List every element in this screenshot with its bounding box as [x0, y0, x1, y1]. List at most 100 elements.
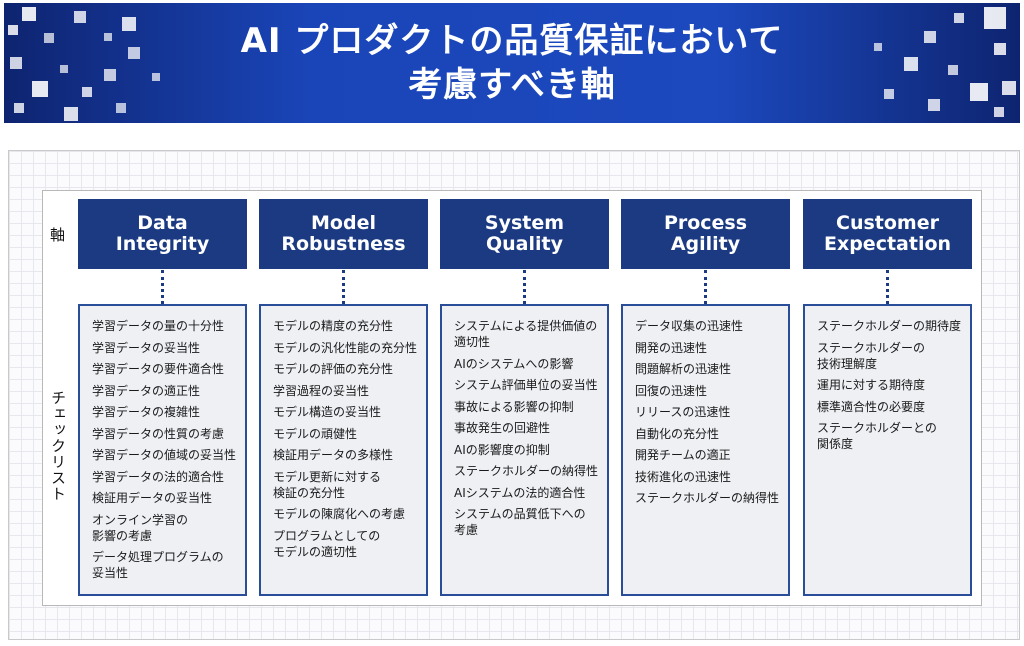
axis-header-line1: Customer [836, 212, 939, 234]
decor-square [44, 33, 54, 43]
checklist-item: 事故発生の回避性 [454, 421, 551, 435]
checklist-item: システムの品質低下への 考慮 [454, 507, 586, 537]
checklist-item: システムによる提供価値の 適切性 [454, 319, 598, 349]
axis-header-line1: System [484, 212, 565, 234]
checklist-item: ステークホルダーとの 関係度 [817, 421, 937, 451]
axis-header-line2: Quality [486, 233, 563, 255]
checklist-item: 開発の迅速性 [635, 340, 708, 355]
checklist-item: 学習過程の妥当性 [273, 383, 370, 398]
checklist-item: 学習データの要件適合性 [92, 362, 225, 376]
checklist-item: モデル構造の妥当性 [273, 405, 382, 419]
checklist-item: 学習データの性質の考慮 [92, 426, 225, 441]
decor-square [928, 99, 940, 111]
decor-square [994, 107, 1004, 117]
dotted-connector [886, 270, 889, 304]
decor-square [948, 65, 958, 75]
row-label-axis: 軸 [50, 226, 66, 244]
checklist-item: ステークホルダーの期待度 [817, 319, 962, 333]
checklist-item: AIのシステムへの影響 [454, 356, 574, 371]
checklist-item: オンライン学習の 影響の考慮 [92, 512, 189, 543]
axis-header-customer-expectation: Customer Expectation [803, 199, 972, 269]
axis-header-model-robustness: Model Robustness [259, 199, 428, 269]
row-label-checklist: チェックリスト [49, 390, 67, 502]
dotted-connector [161, 270, 164, 304]
axis-header-line1: Data [137, 212, 188, 234]
decor-square [10, 57, 22, 69]
checklist-item: AIシステムの法的適合性 [454, 485, 586, 500]
axis-header-line1: Process [663, 212, 748, 234]
dotted-connector [342, 270, 345, 304]
checklist-item: 学習データの適正性 [92, 383, 201, 398]
checklist-item: ステークホルダーの納得性 [454, 464, 599, 478]
checklist-item: 学習データの複雑性 [92, 405, 201, 419]
decor-square [104, 69, 116, 81]
checklist-box-model-robustness: モデルの精度の充分性 モデルの汎化性能の充分性 モデルの評価の充分性 学習過程の… [259, 304, 428, 596]
decor-square [970, 83, 988, 101]
decor-square [64, 107, 78, 121]
decor-square [904, 57, 918, 71]
decor-square [22, 7, 36, 21]
checklist-item: 標準適合性の必要度 [817, 399, 926, 414]
checklist-item: ステークホルダーの納得性 [635, 491, 780, 505]
checklist-box-system-quality: システムによる提供価値の 適切性 AIのシステムへの影響 システム評価単位の妥当… [440, 304, 609, 596]
decor-square [74, 11, 86, 23]
checklist-item: 技術進化の迅速性 [635, 469, 732, 484]
checklist-item: 検証用データの多様性 [273, 448, 394, 462]
decor-square [8, 25, 18, 35]
checklist-item: 学習データの法的適合性 [92, 469, 225, 484]
checklist-item: 回復の迅速性 [635, 383, 708, 398]
checklist-box-data-integrity: 学習データの量の十分性 学習データの妥当性 学習データの要件適合性 学習データの… [78, 304, 247, 596]
page-title-line2: 考慮すべき軸 [408, 65, 616, 105]
decor-square [1002, 81, 1016, 95]
decor-square [60, 65, 68, 73]
axis-header-line2: Agility [670, 233, 741, 255]
checklist-box-customer-expectation: ステークホルダーの期待度 ステークホルダーの 技術理解度 運用に対する期待度 標… [803, 304, 972, 596]
decor-square [884, 89, 894, 99]
checklist-item: モデルの頑健性 [273, 426, 358, 441]
decor-square [122, 17, 136, 31]
checklist-item: 学習データの妥当性 [92, 340, 201, 355]
checklist-item: データ収集の迅速性 [635, 319, 744, 333]
decor-square [874, 43, 882, 51]
decor-square [954, 13, 964, 23]
title-banner: AI プロダクトの品質保証において 考慮すべき軸 [4, 3, 1020, 123]
dotted-connector [523, 270, 526, 304]
axis-header-system-quality: System Quality [440, 199, 609, 269]
axis-header-process-agility: Process Agility [621, 199, 790, 269]
decor-square [82, 87, 92, 97]
checklist-item: 学習データの値域の妥当性 [92, 448, 237, 462]
checklist-item: 検証用データの妥当性 [92, 491, 213, 505]
checklist-item: モデル更新に対する 検証の充分性 [273, 469, 382, 500]
checklist-item: 自動化の充分性 [635, 426, 720, 441]
checklist-item: モデルの評価の充分性 [273, 362, 394, 376]
checklist-item: システム評価単位の妥当性 [454, 378, 598, 392]
decor-square [994, 43, 1006, 55]
decor-square [924, 31, 936, 43]
checklist-item: AIの影響度の抑制 [454, 442, 550, 457]
checklist-item: 事故による影響の抑制 [454, 399, 574, 414]
checklist-item: リリースの迅速性 [635, 405, 731, 419]
checklist-item: ステークホルダーの 技術理解度 [817, 340, 926, 371]
checklist-box-process-agility: データ収集の迅速性 開発の迅速性 問題解析の迅速性 回復の迅速性 リリースの迅速… [621, 304, 790, 596]
axis-header-line2: Robustness [281, 233, 406, 255]
axis-header-line1: Model [311, 212, 376, 234]
checklist-item: プログラムとしての モデルの適切性 [273, 528, 381, 559]
checklist-item: 問題解析の迅速性 [635, 362, 732, 376]
decor-square [116, 103, 126, 113]
decor-square [32, 81, 48, 97]
axis-header-line2: Integrity [115, 233, 210, 255]
checklist-item: 開発チームの適正 [635, 448, 731, 462]
dotted-connector [704, 270, 707, 304]
decor-square [128, 47, 140, 59]
checklist-item: モデルの陳腐化への考慮 [273, 507, 406, 521]
checklist-item: モデルの汎化性能の充分性 [273, 340, 418, 355]
checklist-item: 運用に対する期待度 [817, 378, 926, 392]
decor-square [152, 73, 160, 81]
checklist-item: モデルの精度の充分性 [273, 319, 394, 333]
axis-header-line2: Expectation [823, 233, 952, 255]
decor-square [104, 33, 112, 41]
checklist-item: データ処理プログラムの 妥当性 [92, 550, 224, 580]
decor-square [984, 7, 1006, 29]
decor-square [14, 103, 24, 113]
checklist-item: 学習データの量の十分性 [92, 319, 225, 333]
